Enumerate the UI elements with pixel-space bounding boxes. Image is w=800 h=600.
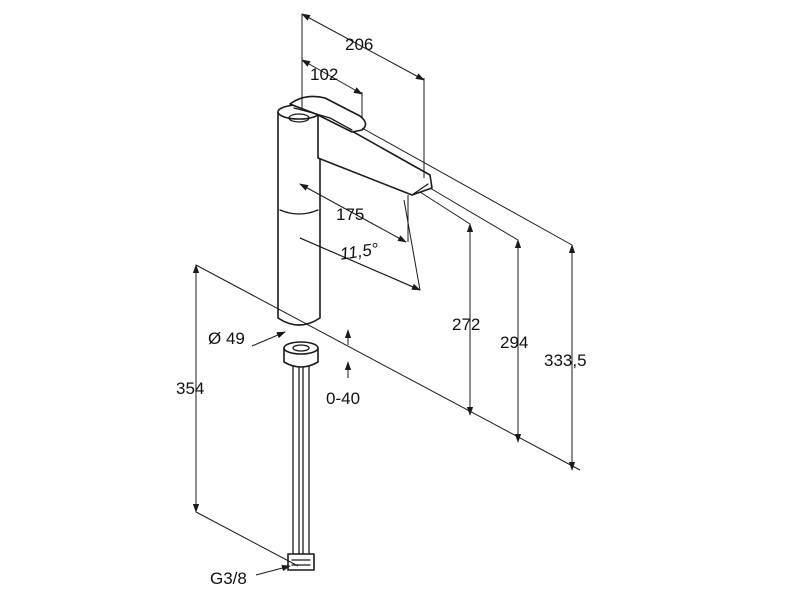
label-deck-thickness: 0-40: [326, 389, 360, 408]
label-spout-reach: 175: [336, 205, 364, 224]
extension-lines: [195, 14, 581, 567]
dimension-labels: 206 102 175 11,5° 272 294 333,5 Ø 49 354…: [176, 35, 587, 588]
label-hose-length: 354: [176, 379, 204, 398]
dim-102-line: [301, 59, 363, 95]
dim-206-line: [301, 13, 425, 81]
dim-49-leader: [251, 331, 286, 347]
dim-g38-leader: [255, 565, 291, 576]
dimension-lines: [192, 13, 576, 576]
label-spout-height: 272: [452, 315, 480, 334]
dim-175-line: [299, 183, 407, 243]
lever-handle: [289, 95, 367, 133]
label-thread: G3/8: [210, 569, 247, 588]
label-spout-angle: 11,5°: [339, 239, 380, 263]
label-total-height: 333,5: [544, 351, 587, 370]
label-body-diameter: Ø 49: [208, 329, 245, 348]
label-overall-depth: 206: [345, 35, 373, 54]
dim-angle-line: [299, 237, 421, 291]
label-lever-height: 294: [500, 333, 528, 352]
label-handle-depth: 102: [310, 65, 338, 84]
supply-hoses: [287, 365, 315, 571]
faucet-body: [277, 104, 433, 326]
mounting-nut: [283, 341, 319, 368]
